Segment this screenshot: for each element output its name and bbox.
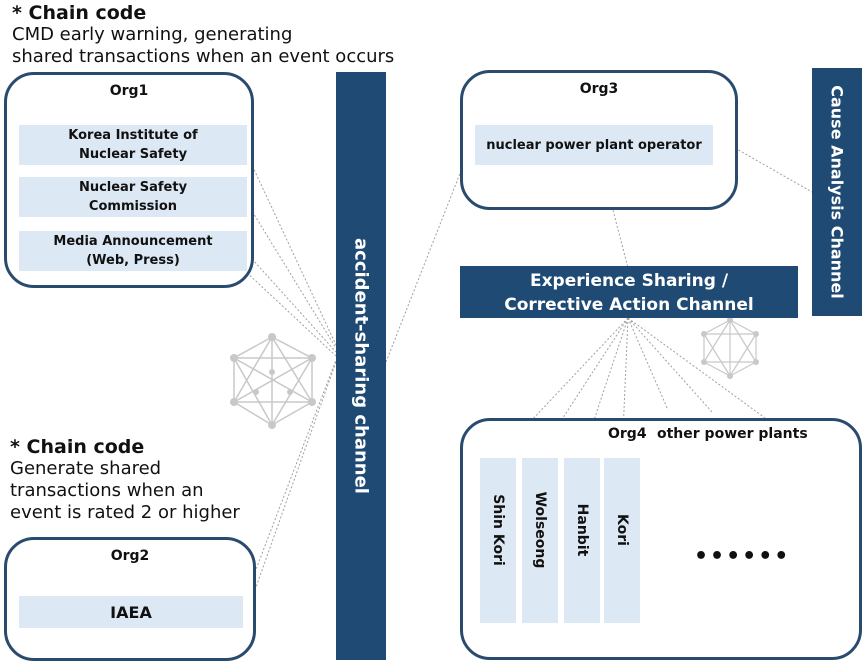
- plant-label: Wolseong: [532, 491, 548, 569]
- note-line: CMD early warning, generating: [12, 24, 293, 45]
- note-title: * Chain code: [10, 436, 145, 458]
- note-line: event is rated 2 or higher: [10, 502, 240, 523]
- entry-line: Media Announcement: [53, 234, 213, 249]
- experience-channel-label-1: Experience Sharing /: [529, 271, 729, 291]
- org1-entry-media: Media Announcement (Web, Press): [19, 231, 247, 271]
- chain-code-note-mid: * Chain code Generate shared transaction…: [10, 436, 240, 524]
- plant-shin-kori: Shin Kori: [480, 458, 516, 623]
- org2-box: Org2 IAEA: [4, 537, 256, 661]
- note-line: Generate shared: [10, 458, 162, 479]
- entry-line: Korea Institute of: [68, 128, 198, 143]
- org1-box: Org1 Korea Institute of Nuclear Safety N…: [4, 72, 254, 288]
- plant-label: Shin Kori: [490, 494, 506, 566]
- org4-box: [460, 418, 862, 660]
- org3-entry-operator: nuclear power plant operator: [475, 125, 713, 165]
- plant-kori: Kori: [604, 458, 640, 623]
- more-plants-ellipsis: ••••••: [694, 544, 791, 569]
- org4-title: Org4: [608, 426, 647, 442]
- plant-hanbit: Hanbit: [564, 458, 600, 623]
- org1-title: Org1: [109, 83, 149, 99]
- org2-title: Org2: [110, 548, 150, 564]
- org4-subtitle: other power plants: [657, 426, 808, 442]
- note-line: transactions when an: [10, 480, 204, 501]
- entry-line: Nuclear Safety: [78, 180, 188, 195]
- org1-entry-nssc: Nuclear Safety Commission: [19, 177, 247, 217]
- plant-label: Kori: [614, 514, 630, 546]
- cause-analysis-channel: Cause Analysis Channel: [812, 68, 862, 316]
- entry-line: Nuclear Safety: [78, 147, 188, 162]
- org1-entry-kins: Korea Institute of Nuclear Safety: [19, 125, 247, 165]
- plant-wolseong: Wolseong: [522, 458, 558, 623]
- note-line: shared transactions when an event occurs: [12, 46, 395, 67]
- org3-box: Org3 nuclear power plant operator: [460, 70, 738, 210]
- network-icon-right: [703, 319, 757, 377]
- experience-channel-label-2: Corrective Action Channel: [504, 295, 754, 315]
- entry-line: Commission: [88, 199, 178, 214]
- accident-sharing-channel: accident-sharing channel: [336, 72, 386, 660]
- org2-entry-iaea: IAEA: [19, 596, 243, 628]
- network-icon-left: [233, 336, 313, 426]
- org3-title: Org3: [579, 81, 619, 97]
- accident-channel-label: accident-sharing channel: [350, 238, 372, 494]
- note-title: * Chain code: [12, 2, 147, 24]
- entry-line: (Web, Press): [86, 253, 180, 268]
- chain-code-note-top: * Chain code CMD early warning, generati…: [12, 2, 394, 68]
- plant-label: Hanbit: [574, 503, 590, 557]
- cause-channel-label: Cause Analysis Channel: [827, 85, 847, 299]
- experience-sharing-channel: Experience Sharing / Corrective Action C…: [460, 266, 798, 318]
